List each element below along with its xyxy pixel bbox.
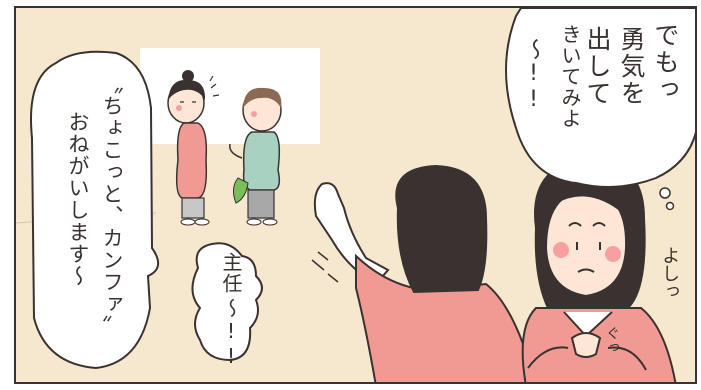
bubble-line: 〜!!: [521, 38, 546, 113]
bubble-line: 〜!!: [219, 298, 243, 369]
speech-bubble-left-text: 〝ちょこっと、カンファ〞 おねがいします〜: [46, 73, 146, 363]
bubble-line: おねがいします〜: [66, 111, 90, 287]
bubble-line: 主任: [219, 252, 243, 294]
sfx-gu: ぐっ: [604, 326, 620, 354]
speech-bubble-left: [30, 50, 159, 370]
character-determined-nurse: [521, 156, 677, 382]
bubble-line: 〝ちょこっと、カンファ〞: [100, 73, 124, 337]
bubble-line: でもっ: [651, 22, 680, 103]
speech-bubble-center-text: 主任 〜!!: [202, 252, 258, 369]
speech-bubble-center: [191, 242, 263, 362]
panel-artwork: [16, 8, 695, 382]
manga-panel: でもっ 勇気を 出して きいてみよ 〜!! 〝ちょこっと、カンファ〞 おねがいし…: [14, 6, 697, 384]
thought-bubble-right: [505, 8, 695, 188]
bubble-line: 勇気を: [617, 26, 646, 107]
bubble-line: きいてみよ: [558, 24, 582, 129]
character-raising-hand: [313, 164, 536, 382]
thought-bubble-text: でもっ 勇気を 出して きいてみよ 〜!!: [516, 18, 695, 178]
sfx-yoshi: よしっ: [659, 246, 680, 300]
background-nurse-woman: [167, 70, 220, 226]
background-nurse-man: [229, 87, 282, 226]
back-window: [140, 48, 320, 144]
bubble-line: 出して: [583, 26, 612, 107]
